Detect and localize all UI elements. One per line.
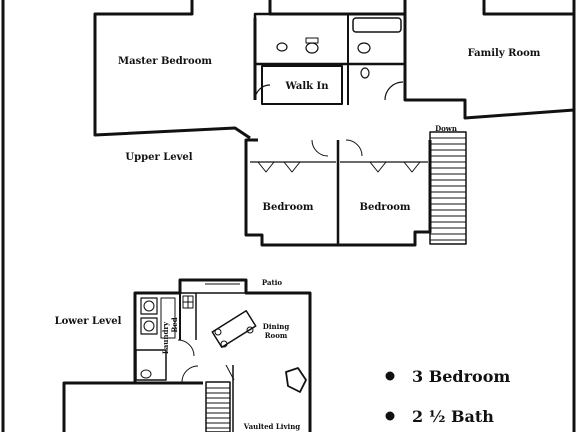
- walk-in-closet: [261, 65, 343, 105]
- upper-stair-treads: [430, 137, 466, 241]
- toilet-2: [357, 42, 371, 54]
- bullet-dot: [385, 371, 395, 381]
- bathtub: [352, 17, 402, 33]
- dining-table: [211, 310, 257, 348]
- lower-level-plan: [62, 278, 312, 432]
- label-down: Down: [435, 124, 457, 133]
- label-upper-level: Upper Level: [125, 152, 192, 163]
- upper-bedrooms-walls: [244, 138, 432, 247]
- feature-list: 3 Bedroom 2 ½ Bath: [385, 367, 510, 426]
- label-vaulted-living: Vaulted Living: [243, 422, 300, 431]
- washer: [140, 297, 158, 315]
- label-bedroom-2: Bedroom: [360, 202, 411, 213]
- label-lower-level: Lower Level: [55, 316, 122, 327]
- half-bath: [135, 349, 167, 381]
- lower-stairs: [205, 381, 231, 432]
- bullet-dot: [385, 411, 395, 421]
- label-dining-room: Room: [265, 331, 288, 340]
- master-bedroom-walls: [93, 0, 251, 140]
- label-walk-in: Walk In: [285, 81, 330, 92]
- lower-stair-treads: [206, 387, 230, 429]
- label-family-room: Family Room: [468, 48, 541, 59]
- sink: [276, 42, 288, 52]
- label-master-bedroom: Master Bedroom: [118, 56, 212, 67]
- upper-level-plan: [93, 0, 575, 247]
- room-labels: Master Bedroom Walk In Family Room Down …: [55, 48, 541, 431]
- label-bedroom-1: Bedroom: [263, 202, 314, 213]
- upper-stairs: [429, 131, 467, 245]
- label-dining: Dining: [263, 322, 290, 331]
- label-bed-abbr: Bed: [170, 317, 179, 332]
- feature-baths: 2 ½ Bath: [412, 407, 494, 426]
- dryer: [140, 317, 158, 335]
- label-laundry: Laundry: [161, 321, 170, 354]
- lower-level-walls: [133, 278, 312, 432]
- upper-bath: [253, 12, 407, 66]
- toilet: [305, 42, 319, 54]
- label-patio: Patio: [262, 278, 283, 287]
- fireplace: [285, 367, 307, 393]
- feature-bedrooms: 3 Bedroom: [412, 367, 510, 386]
